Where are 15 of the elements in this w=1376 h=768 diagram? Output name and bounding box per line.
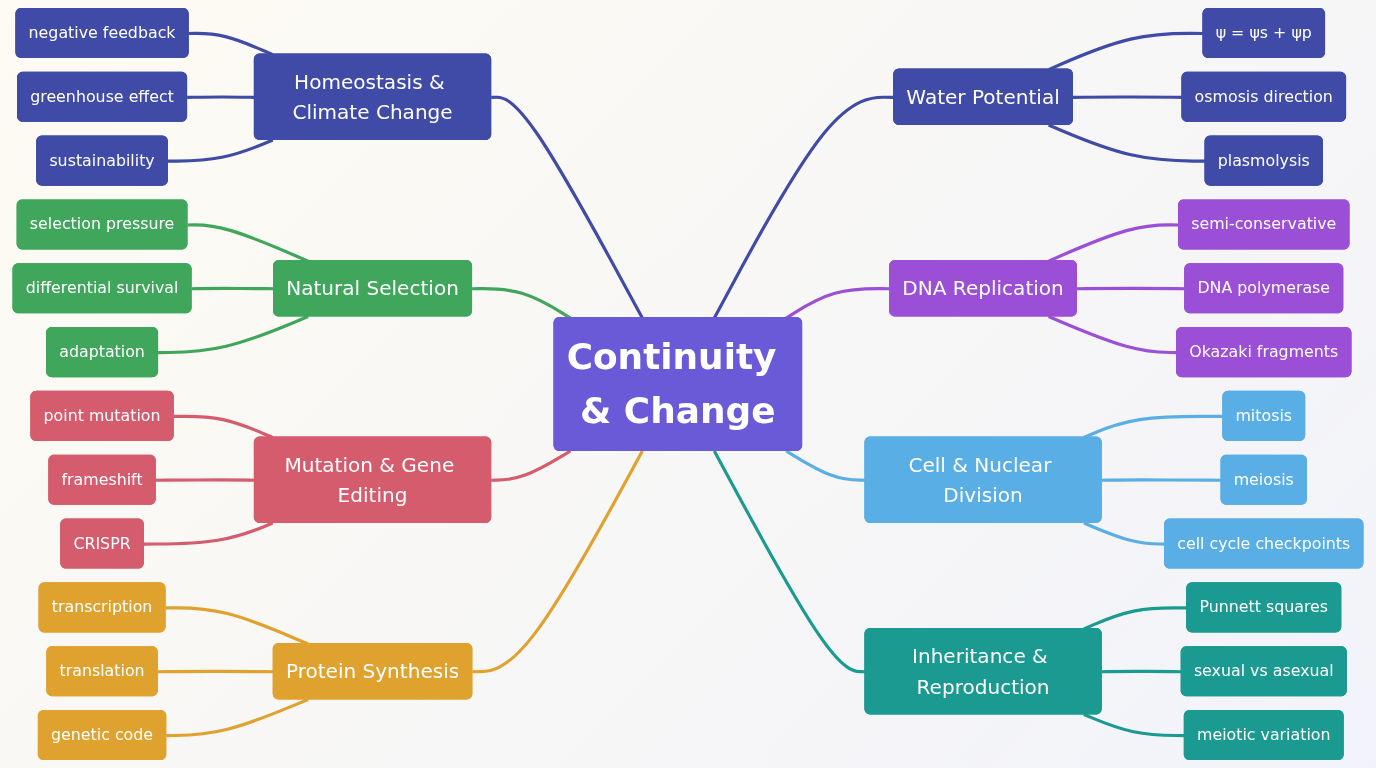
connector xyxy=(166,697,309,738)
connector xyxy=(173,414,274,439)
connector xyxy=(491,95,644,319)
connector xyxy=(472,450,644,674)
connector xyxy=(167,138,274,163)
connector xyxy=(155,478,255,482)
connector xyxy=(143,521,274,546)
connector xyxy=(491,449,572,482)
connector xyxy=(1048,123,1206,163)
connector xyxy=(157,669,274,674)
connector xyxy=(187,95,255,99)
connector xyxy=(1083,713,1185,738)
connector xyxy=(1101,478,1222,482)
connector xyxy=(1101,669,1182,674)
connector xyxy=(158,315,309,355)
